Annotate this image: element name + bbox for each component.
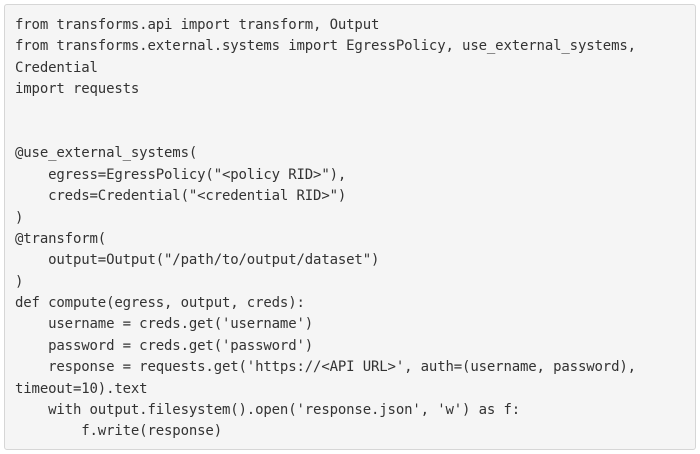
code-content: from transforms.api import transform, Ou… <box>15 15 695 443</box>
code-line: @transform( <box>15 230 107 247</box>
code-line: output=Output("/path/to/output/dataset") <box>15 252 380 269</box>
code-line: password = creds.get('password') <box>15 337 314 354</box>
code-line: ) <box>15 273 24 290</box>
code-line: Credential <box>15 59 98 76</box>
code-line: from transforms.external.systems import … <box>15 38 636 55</box>
code-line: with output.filesystem().open('response.… <box>15 402 521 419</box>
code-line: username = creds.get('username') <box>15 316 314 333</box>
code-block: from transforms.api import transform, Ou… <box>4 4 696 450</box>
code-line: timeout=10).text <box>15 380 148 397</box>
code-line <box>15 122 695 143</box>
code-line <box>15 101 695 122</box>
code-line: creds=Credential("<credential RID>") <box>15 188 347 205</box>
code-line: f.write(response) <box>15 423 222 440</box>
code-line: from transforms.api import transform, Ou… <box>15 17 380 33</box>
code-line: ) <box>15 209 24 226</box>
code-line: import requests <box>15 81 140 98</box>
code-line: @use_external_systems( <box>15 145 198 162</box>
code-line: egress=EgressPolicy("<policy RID>"), <box>15 166 347 183</box>
code-line: def compute(egress, output, creds): <box>15 295 305 312</box>
code-line: response = requests.get('https://<API UR… <box>15 359 636 376</box>
